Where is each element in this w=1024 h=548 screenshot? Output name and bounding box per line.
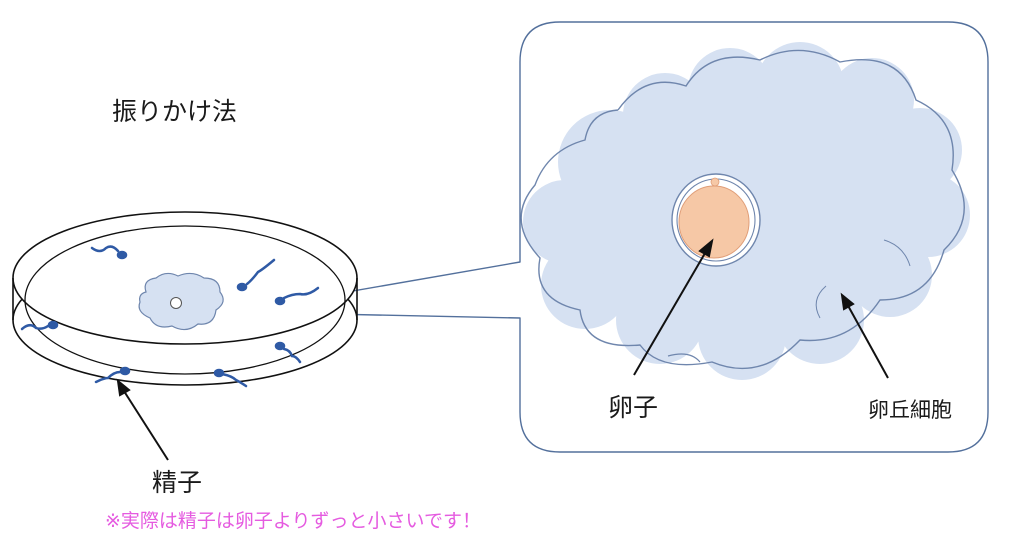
sperm-icon (274, 286, 320, 306)
sperm-arrow (116, 378, 169, 461)
size-note: ※実際は精子は卵子よりずっと小さいです！ (105, 510, 481, 532)
callout-arrows (633, 238, 889, 379)
sperm-icon (274, 341, 302, 364)
sperm-icon (20, 320, 59, 331)
sperm-cells (20, 245, 320, 388)
diagram-title: 振りかけ法 (112, 97, 238, 126)
sperm-icon (236, 258, 276, 292)
sperm-icon (213, 368, 248, 388)
sperm-label: 精子 (152, 468, 203, 497)
sperm-icon (90, 245, 128, 260)
cumulus-cloud-large (520, 42, 970, 380)
egg-label: 卵子 (608, 393, 659, 422)
sperm-icon (94, 366, 131, 384)
cumulus-label: 卵丘細胞 (868, 398, 952, 422)
egg-cell (671, 173, 761, 267)
cumulus-cloud-small (138, 272, 224, 331)
